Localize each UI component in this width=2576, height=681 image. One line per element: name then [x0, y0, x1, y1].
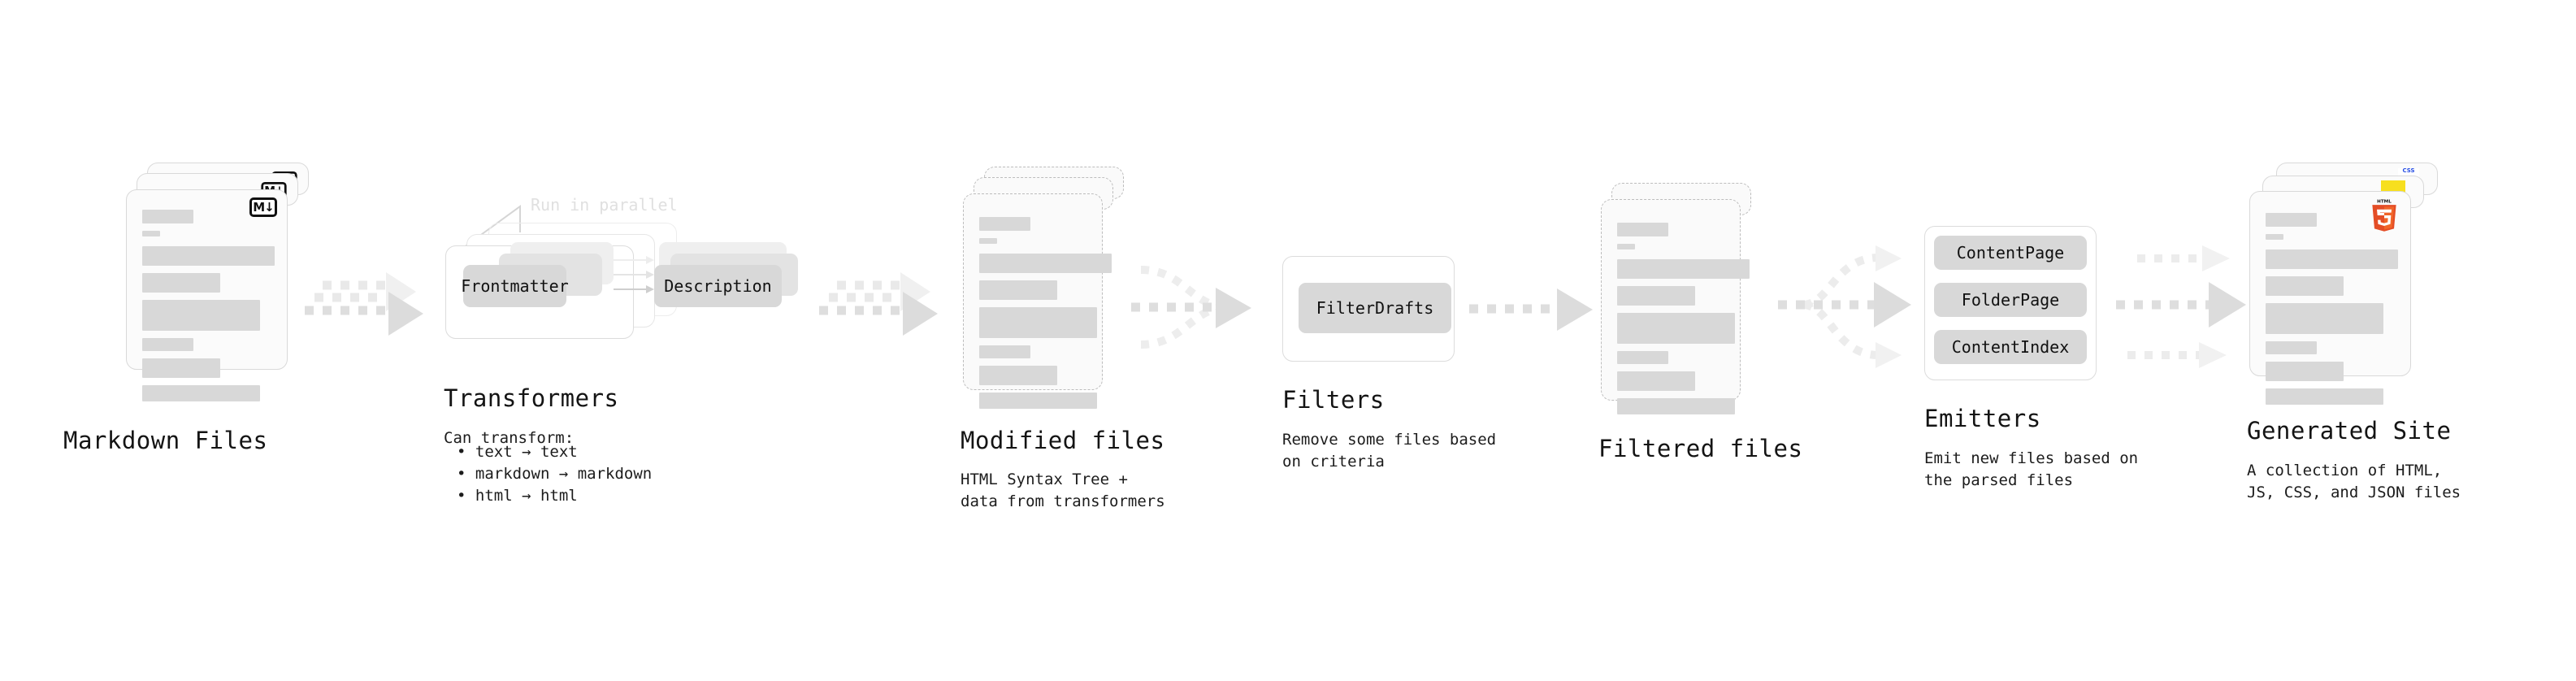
skeleton-bar	[142, 210, 193, 223]
skeleton-bar	[979, 280, 1057, 300]
card-skeleton-content	[979, 217, 1112, 416]
connector-markdown-to-transformers	[305, 272, 423, 336]
stage-title-filters: Filters	[1282, 386, 1385, 414]
skeleton-bar	[2266, 234, 2283, 240]
skeleton-bar	[2266, 276, 2344, 296]
stage-title-generated-site: Generated Site	[2247, 417, 2452, 445]
card-skeleton-content	[2266, 213, 2398, 412]
filtered-card-stack	[1601, 183, 1772, 427]
transformer-internal-arrows	[614, 256, 654, 293]
skeleton-bar	[1617, 223, 1668, 236]
transformer-chip-description[interactable]: Description	[654, 265, 782, 307]
connector-transformers-to-modified	[819, 272, 938, 336]
emitter-chip-contentpage[interactable]: ContentPage	[1934, 236, 2087, 270]
skeleton-bar	[142, 358, 220, 378]
emitter-chip-contentindex[interactable]: ContentIndex	[1934, 330, 2087, 364]
skeleton-bar	[1617, 259, 1750, 279]
connector-filtered-to-emitters	[1778, 245, 1911, 368]
stage-title-emitters: Emitters	[1924, 405, 2041, 432]
filter-chip-filterdrafts[interactable]: FilterDrafts	[1299, 283, 1451, 333]
svg-text:HTML: HTML	[2377, 199, 2392, 204]
skeleton-bar	[2266, 303, 2383, 334]
skeleton-bar	[142, 385, 260, 401]
skeleton-bar	[142, 273, 220, 293]
skeleton-bar	[979, 217, 1030, 231]
skeleton-bar	[1617, 371, 1695, 391]
skeleton-bar	[2266, 388, 2383, 405]
skeleton-bar	[142, 246, 275, 266]
skeleton-bar	[2266, 213, 2317, 227]
modified-card-stack	[963, 167, 1134, 427]
filtered-card-front	[1601, 199, 1750, 414]
skeleton-bar	[1617, 351, 1668, 364]
bullet-item: • markdown → markdown	[457, 464, 653, 483]
filters-desc: Remove some files based on criteria	[1282, 431, 1497, 471]
card-skeleton-content	[142, 210, 275, 409]
stage-title-transformers: Transformers	[444, 384, 619, 412]
skeleton-bar	[1617, 398, 1735, 414]
skeleton-bar	[979, 345, 1030, 358]
stage-generated-site: CSS HTML	[2247, 163, 2461, 501]
skeleton-bar	[2266, 341, 2317, 354]
emitters-desc: Emit new files based on the parsed files	[1924, 449, 2139, 489]
emitter-chip-folderpage[interactable]: FolderPage	[1934, 283, 2087, 317]
skeleton-bar	[142, 231, 160, 236]
html5-shield-icon: HTML	[2372, 199, 2396, 232]
skeleton-bar	[2266, 362, 2344, 381]
skeleton-bar	[979, 238, 997, 244]
skeleton-bar	[979, 366, 1057, 385]
stage-filtered-files: Filtered files	[1598, 183, 1802, 462]
transformers-desc-lead: Can transform:	[444, 429, 575, 447]
stage-modified-files: Modified files HTML Syntax Tree + data f…	[961, 167, 1165, 510]
markdown-badge-glyph: M↓	[249, 197, 277, 217]
card-skeleton-content	[1617, 223, 1750, 422]
skeleton-bar	[1617, 313, 1735, 344]
markdown-card-stack: M↓ M↓ M↓	[126, 163, 309, 423]
site-card-stack: CSS HTML	[2249, 163, 2438, 423]
stage-title-modified-files: Modified files	[961, 427, 1165, 454]
skeleton-bar	[1617, 244, 1635, 249]
modified-card-front	[963, 193, 1112, 409]
html5-badge-icon: HTML	[2370, 198, 2399, 236]
stage-title-filtered-files: Filtered files	[1598, 435, 1803, 462]
skeleton-bar	[142, 338, 193, 351]
transformer-chip-frontmatter[interactable]: Frontmatter	[461, 265, 569, 307]
connector-modified-to-filters	[1131, 266, 1251, 349]
site-card-front-html: HTML	[2249, 191, 2411, 405]
skeleton-bar	[142, 300, 260, 331]
skeleton-bar	[979, 393, 1097, 409]
run-in-parallel-label: Run in parallel	[531, 195, 678, 215]
modified-files-desc: HTML Syntax Tree + data from transformer…	[961, 471, 1165, 510]
skeleton-bar	[979, 254, 1112, 273]
connector-filters-to-filtered	[1469, 288, 1593, 331]
bullet-item: • text → text	[457, 443, 578, 461]
skeleton-bar	[979, 307, 1097, 338]
stage-markdown-files: M↓ M↓ M↓	[63, 163, 309, 454]
skeleton-bar	[1617, 286, 1695, 306]
transformers-bullet-list: • text → text • markdown → markdown • ht…	[444, 441, 652, 507]
markdown-badge-icon: M↓	[249, 197, 277, 217]
markdown-card-front: M↓	[126, 189, 288, 401]
skeleton-bar	[2266, 249, 2398, 269]
stage-title-markdown-files: Markdown Files	[63, 427, 268, 454]
bullet-item: • html → html	[457, 486, 578, 505]
generated-site-desc: A collection of HTML, JS, CSS, and JSON …	[2247, 462, 2461, 501]
connector-emitters-to-site	[2116, 245, 2246, 368]
